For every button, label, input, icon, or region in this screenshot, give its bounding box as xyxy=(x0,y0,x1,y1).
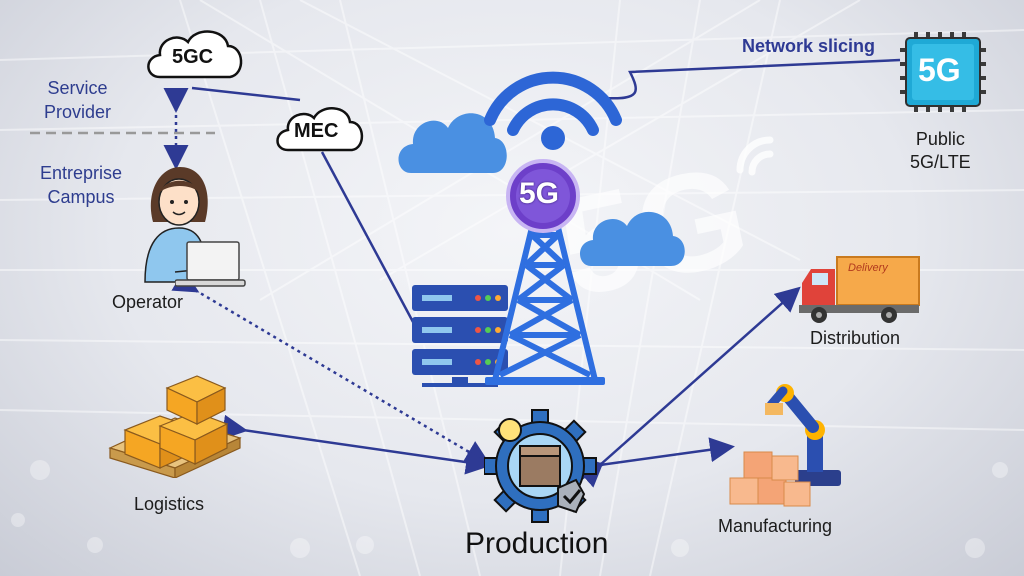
laptop-icon xyxy=(175,241,246,287)
enterprise-campus-label: Entreprise Campus xyxy=(40,161,122,209)
truck-sign-label: Delivery xyxy=(848,262,888,274)
wifi-icon xyxy=(484,71,622,150)
tower-badge-label: 5G xyxy=(519,177,560,210)
5g-badge-icon xyxy=(506,159,580,233)
cloud-icon xyxy=(580,211,685,266)
manufacturing-label: Manufacturing xyxy=(718,516,833,536)
production-label: Production xyxy=(465,527,609,560)
service-provider-text: Service Provider xyxy=(44,78,112,122)
cloud-icon xyxy=(398,113,507,173)
public-network-text: Public 5G/LTE xyxy=(910,129,971,172)
connector-mec-servers xyxy=(320,151,422,336)
truck-icon xyxy=(799,256,920,323)
gear-icon xyxy=(484,409,597,523)
server-rack-icon xyxy=(412,285,508,387)
cloud-mec-icon xyxy=(276,107,364,152)
network-slicing-label: Network slicing xyxy=(742,36,876,56)
connector-tower-network-slicing xyxy=(604,58,901,100)
distribution-label: Distribution xyxy=(810,328,901,348)
chip-label: 5G xyxy=(918,52,961,88)
connector-logistics-production xyxy=(221,414,491,475)
connector-production-manufacturing xyxy=(578,437,735,481)
cloud-5gc-label: 5GC xyxy=(172,46,214,68)
tower-icon xyxy=(485,214,605,385)
logistics-label: Logistics xyxy=(134,494,205,514)
connector-5gc-mec xyxy=(191,86,301,102)
background-wifi-icon xyxy=(736,136,774,176)
chip-icon xyxy=(900,32,986,112)
cloud-5gc-icon xyxy=(147,30,243,79)
operator-label: Operator xyxy=(112,292,184,312)
cloud-mec-label: MEC xyxy=(294,120,339,142)
public-network-label: Public 5G/LTE xyxy=(910,128,971,174)
service-provider-label: Service Provider xyxy=(44,76,111,124)
connector-production-distribution xyxy=(576,286,801,488)
boxes-icon xyxy=(729,451,811,507)
pallet-icon xyxy=(108,375,242,478)
enterprise-campus-text: Entreprise Campus xyxy=(40,163,123,207)
